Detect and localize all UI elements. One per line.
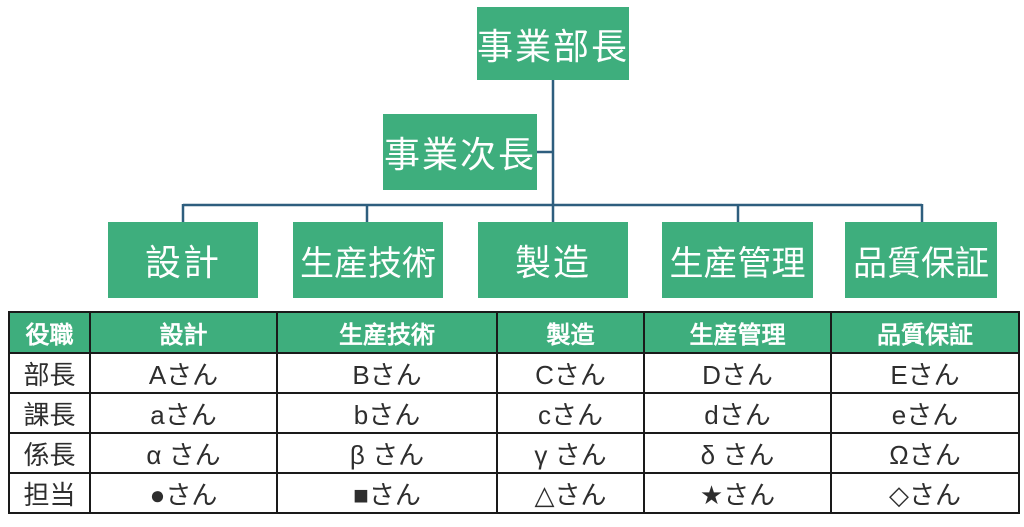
assignee-cell: eさん [830,392,1020,434]
table-row-kacho: 課長 aさん bさん cさん dさん eさん [8,392,1020,434]
table-header-row: 役職 設計 生産技術 製造 生産管理 品質保証 [8,311,1020,354]
assignment-table-container: 役職 設計 生産技術 製造 生産管理 品質保証 部長 Aさん Bさん Cさん D… [8,311,1020,514]
assignee-cell: cさん [496,392,645,434]
assignee-cell: Eさん [830,352,1020,394]
org-node-production-engineering: 生産技術 [293,222,443,298]
assignee-cell: bさん [276,392,498,434]
position-label: 部長 [8,352,91,394]
table-row-bucho: 部長 Aさん Bさん Cさん Dさん Eさん [8,352,1020,394]
connector-lines [181,80,924,222]
assignee-cell: ●さん [89,472,278,514]
assignee-cell: aさん [89,392,278,434]
assignee-cell: Aさん [89,352,278,394]
assignment-table: 役職 設計 生産技術 製造 生産管理 品質保証 部長 Aさん Bさん Cさん D… [8,311,1020,514]
org-node-division-manager: 事業部長 [477,7,629,80]
assignee-cell: γ さん [496,432,645,474]
header-cell-position: 役職 [8,311,91,354]
assignee-cell: ■さん [276,472,498,514]
table-row-tanto: 担当 ●さん ■さん △さん ★さん ◇さん [8,472,1020,514]
assignee-cell: dさん [643,392,832,434]
assignee-cell: δ さん [643,432,832,474]
position-label: 担当 [8,472,91,514]
org-node-production-control: 生産管理 [662,222,813,298]
header-cell-design: 設計 [89,311,278,354]
header-cell-quality-assurance: 品質保証 [830,311,1020,354]
table-row-kakaricho: 係長 α さん β さん γ さん δ さん Ωさん [8,432,1020,474]
position-label: 係長 [8,432,91,474]
header-cell-manufacturing: 製造 [496,311,645,354]
assignee-cell: ◇さん [830,472,1020,514]
position-label: 課長 [8,392,91,434]
org-node-deputy-manager: 事業次長 [383,114,537,190]
org-node-design: 設計 [108,222,258,298]
assignee-cell: α さん [89,432,278,474]
assignee-cell: β さん [276,432,498,474]
assignee-cell: Dさん [643,352,832,394]
assignee-cell: Cさん [496,352,645,394]
header-cell-production-engineering: 生産技術 [276,311,498,354]
org-node-manufacturing: 製造 [478,222,628,298]
assignee-cell: Ωさん [830,432,1020,474]
assignee-cell: ★さん [643,472,832,514]
assignee-cell: △さん [496,472,645,514]
assignee-cell: Bさん [276,352,498,394]
header-cell-production-control: 生産管理 [643,311,832,354]
org-node-quality-assurance: 品質保証 [845,222,997,298]
